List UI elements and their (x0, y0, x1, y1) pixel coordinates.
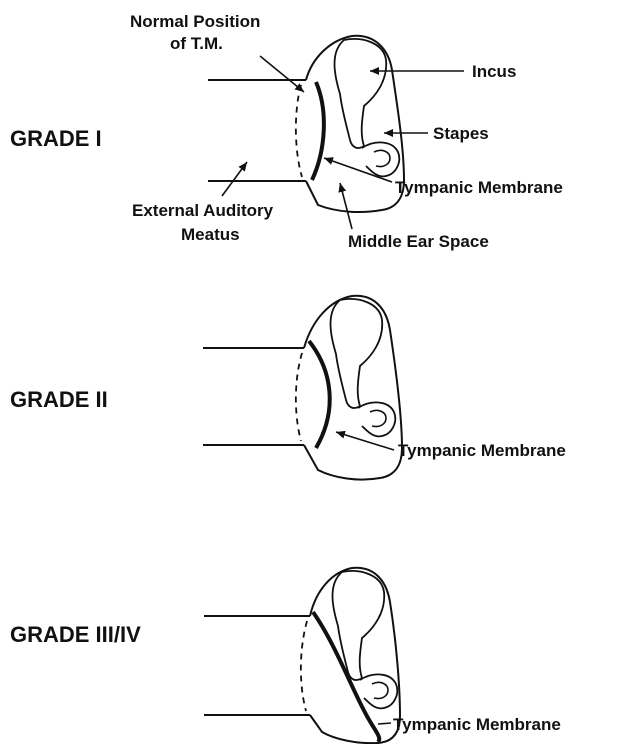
normal-position-arrow (260, 56, 304, 92)
incus-label: Incus (472, 62, 516, 81)
normal-tm-position-dashed (296, 85, 302, 177)
middle-ear-space-arrow (340, 183, 352, 229)
grade-1-panel: GRADE I Normal Position of T.M. Incus St… (10, 12, 563, 251)
tympanic-membrane-pointer-3 (378, 723, 391, 724)
normal-tm-position-dashed (301, 621, 307, 711)
stapes-label: Stapes (433, 124, 489, 143)
normal-position-label: Normal Position (130, 12, 260, 31)
external-meatus-label: External Auditory (132, 201, 274, 220)
incus-stapes-ossicles (331, 299, 396, 436)
tympanic-membrane-label-3: Tympanic Membrane (393, 715, 561, 734)
grade-2-panel: GRADE II Tympanic Membrane (10, 296, 566, 480)
grade-3-4-label: GRADE III/IV (10, 622, 141, 647)
external-meatus-label-line2: Meatus (181, 225, 240, 244)
middle-ear-space-label: Middle Ear Space (348, 232, 489, 251)
tympanic-membrane-label-1: Tympanic Membrane (395, 178, 563, 197)
tympanic-membrane (309, 341, 330, 448)
tympanic-membrane-label-2: Tympanic Membrane (398, 441, 566, 460)
external-meatus-arrow (222, 162, 247, 196)
normal-tm-position-dashed (296, 353, 302, 441)
grade-2-label: GRADE II (10, 387, 108, 412)
grade-3-4-panel: GRADE III/IV Tympanic Membrane (10, 568, 561, 743)
grade-1-label: GRADE I (10, 126, 102, 151)
normal-position-label-line2: of T.M. (170, 34, 223, 53)
tympanic-membrane (312, 82, 324, 180)
